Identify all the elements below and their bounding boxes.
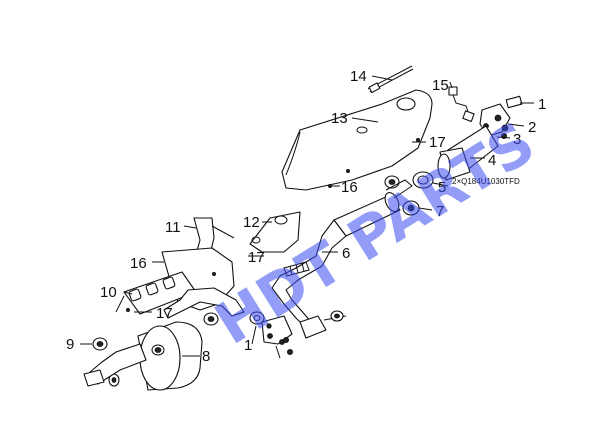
callout-7: 7 bbox=[436, 203, 444, 220]
callout-1-lower: 1 bbox=[244, 337, 252, 354]
intermediate-pipe bbox=[261, 179, 413, 359]
callout-9: 9 bbox=[66, 336, 74, 353]
exhaust-manifold bbox=[115, 271, 197, 315]
callout-16-top: 16 bbox=[341, 179, 358, 196]
gasket-lower bbox=[249, 311, 265, 325]
front-catalytic-converter bbox=[437, 125, 499, 181]
callout-8: 8 bbox=[202, 348, 210, 365]
callout-6: 6 bbox=[342, 245, 350, 262]
callout-17-top: 17 bbox=[429, 134, 446, 151]
callout-numbers: 14 15 1 13 2 3 17 4 5 2×Q184U1030TFD 16 … bbox=[66, 68, 546, 365]
callout-10: 10 bbox=[100, 284, 117, 301]
clamp-band bbox=[367, 65, 414, 94]
leader-lines bbox=[80, 75, 534, 357]
callout-3: 3 bbox=[513, 131, 521, 148]
oxygen-sensor bbox=[448, 86, 475, 123]
front-pipe bbox=[163, 287, 245, 319]
rubber-hanger-lower bbox=[92, 310, 344, 387]
callout-17-lower: 17 bbox=[156, 305, 173, 322]
rear-muffler bbox=[83, 321, 203, 391]
callout-5: 5 bbox=[438, 179, 446, 196]
gasket-top bbox=[505, 95, 523, 109]
callout-1-top: 1 bbox=[538, 96, 546, 113]
callout-4: 4 bbox=[488, 152, 496, 169]
callout-13: 13 bbox=[331, 110, 348, 127]
callout-12: 12 bbox=[243, 214, 260, 231]
callout-2: 2 bbox=[528, 119, 536, 136]
callout-17-middle: 17 bbox=[248, 249, 265, 266]
hardware-bolts bbox=[266, 132, 507, 355]
sealing-ring bbox=[412, 171, 434, 189]
callout-16-lower: 16 bbox=[130, 255, 147, 272]
upper-heat-shield bbox=[281, 89, 433, 191]
bracket-12 bbox=[249, 211, 301, 253]
callout-15: 15 bbox=[432, 77, 449, 94]
callout-14: 14 bbox=[350, 68, 367, 85]
callout-11: 11 bbox=[165, 219, 181, 236]
part-number-note: 2×Q184U1030TFD bbox=[452, 177, 520, 186]
